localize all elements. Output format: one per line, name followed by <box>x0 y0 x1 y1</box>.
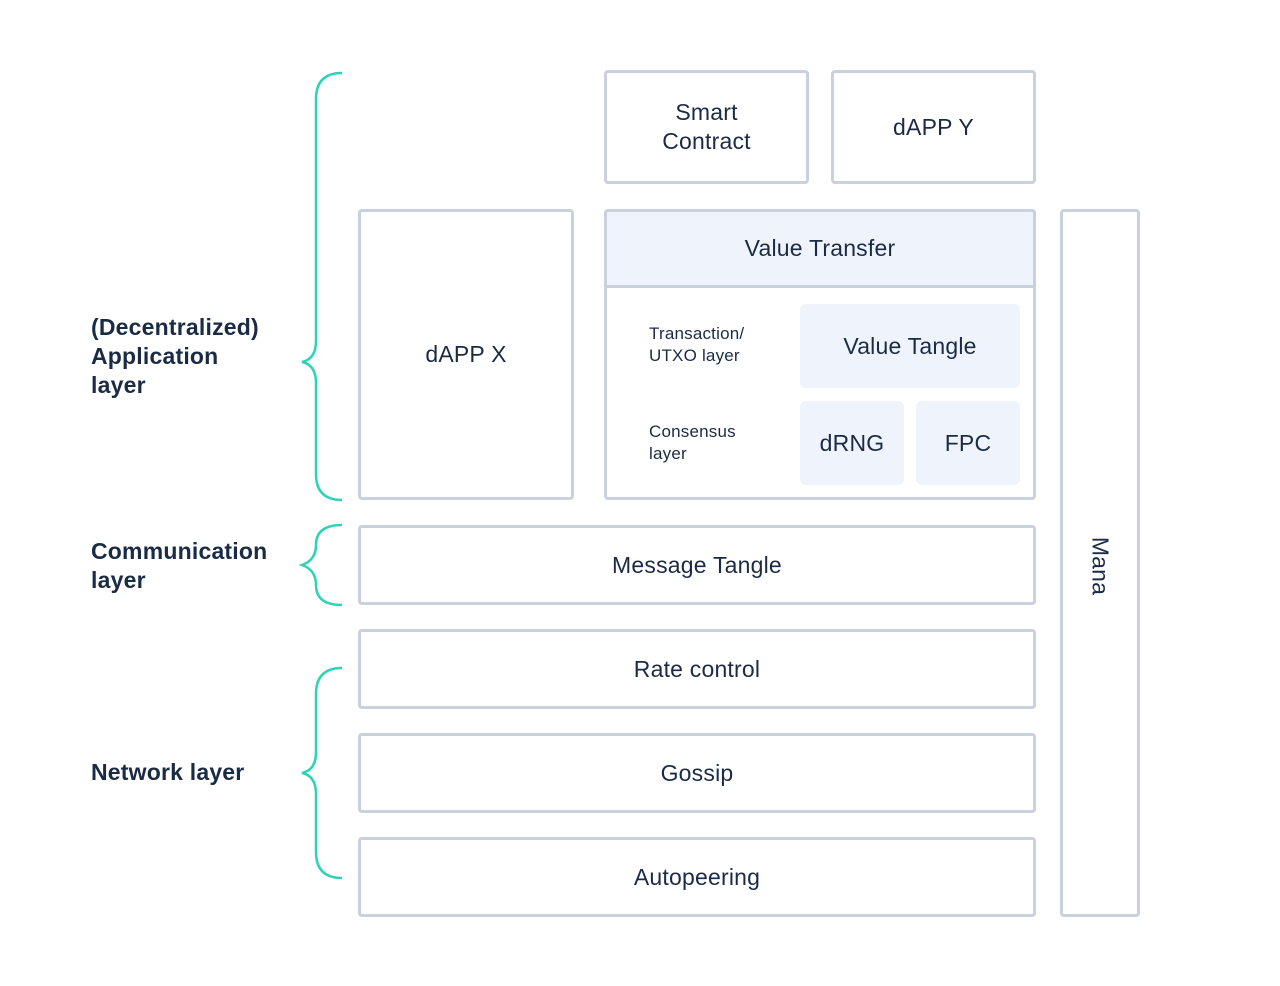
fpc-box: FPC <box>916 401 1020 485</box>
consensus-layer-label: Consensus layer <box>649 422 736 463</box>
value-transfer-box: Value Transfer Transaction/ UTXO layer C… <box>604 209 1036 500</box>
message-tangle-box: Message Tangle <box>358 525 1036 605</box>
autopeering-box: Autopeering <box>358 837 1036 917</box>
mana-box: Mana <box>1060 209 1140 917</box>
dapp-y-box: dAPP Y <box>831 70 1036 184</box>
communication-layer-label: Communication layer <box>91 538 268 593</box>
mana-label: Mana <box>1087 536 1114 596</box>
network-layer-label: Network layer <box>91 759 245 785</box>
smart-contract-box: Smart Contract <box>604 70 809 184</box>
gossip-box: Gossip <box>358 733 1036 813</box>
application-layer-label: (Decentralized) Application layer <box>91 314 259 398</box>
application-brace <box>301 71 343 502</box>
drng-box: dRNG <box>800 401 904 485</box>
rate-control-box: Rate control <box>358 629 1036 709</box>
transaction-utxo-layer-label: Transaction/ UTXO layer <box>649 324 745 365</box>
dapp-x-box: dAPP X <box>358 209 574 500</box>
network-brace <box>301 666 343 880</box>
value-transfer-title: Value Transfer <box>607 212 1033 288</box>
value-tangle-box: Value Tangle <box>800 304 1020 388</box>
communication-brace <box>298 523 343 607</box>
